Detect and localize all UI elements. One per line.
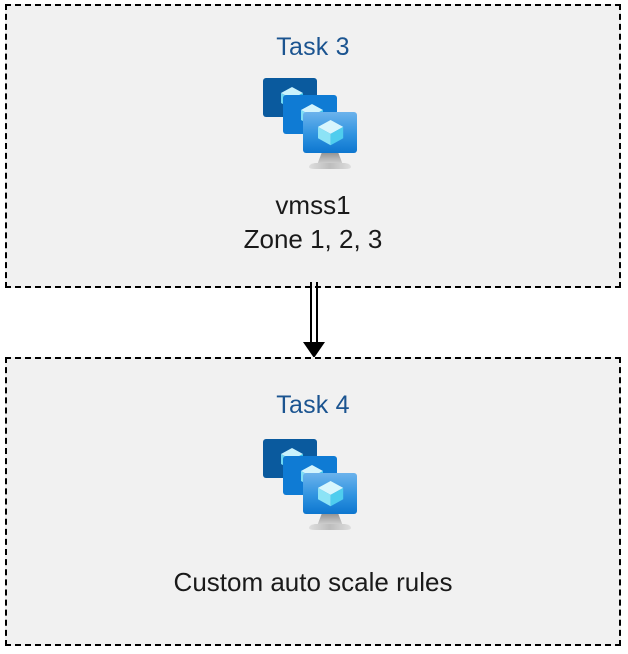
task-3-caption: vmss1 Zone 1, 2, 3	[244, 188, 383, 256]
virtual-machine-scale-set-icon	[263, 78, 357, 169]
downward-double-line-arrow	[303, 282, 325, 358]
task-3-caption-line-1: vmss1	[275, 190, 351, 220]
task-4-title: Task 4	[276, 391, 350, 419]
task-4-caption-line-1: Custom auto scale rules	[173, 567, 453, 597]
task-box-task-4: Task 4	[5, 357, 621, 646]
task-3-title: Task 3	[276, 33, 350, 61]
task-box-task-3: Task 3	[5, 4, 621, 288]
virtual-machine-scale-set-icon	[263, 439, 357, 530]
task-4-caption: Custom auto scale rules	[174, 565, 453, 599]
task-3-caption-line-2: Zone 1, 2, 3	[243, 224, 383, 254]
